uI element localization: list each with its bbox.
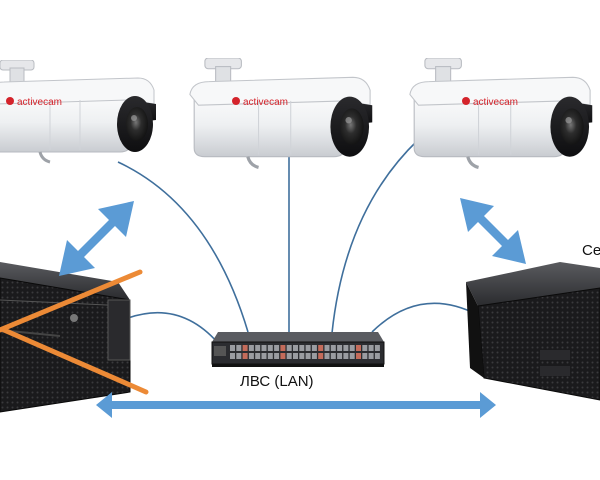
cross-out-icon [0, 269, 149, 395]
camera-center [188, 58, 374, 170]
switch-port [242, 353, 248, 359]
brand-logo-text: activecam [17, 97, 62, 108]
switch-port [324, 353, 330, 359]
switch-port [343, 353, 349, 359]
switch-port [255, 353, 261, 359]
switch-port [374, 345, 380, 351]
network-cables [117, 139, 479, 344]
switch-port [236, 345, 242, 351]
lan-label: ЛВС (LAN) [240, 373, 314, 390]
switch-port [311, 353, 317, 359]
switch-port [267, 345, 273, 351]
network-switch [211, 332, 385, 367]
switch-port [230, 353, 235, 359]
switch-port [293, 353, 298, 359]
brand-logo-text: activecam [473, 97, 518, 108]
switch-port [248, 353, 254, 359]
server-icon [0, 262, 131, 413]
switch-port [330, 353, 336, 359]
switch-port [261, 345, 267, 351]
camera-right [408, 58, 595, 170]
server-left [0, 262, 149, 413]
switch-port [374, 353, 380, 359]
switch-port [337, 353, 343, 359]
cable-server-left [127, 311, 219, 344]
switch-port [362, 353, 368, 359]
cable-server-right [371, 302, 479, 333]
switch-port [349, 345, 355, 351]
double-arrow-icon [460, 198, 526, 264]
switch-port [280, 353, 286, 359]
switch-port [349, 353, 355, 359]
switch-port [230, 345, 235, 351]
switch-port [324, 345, 330, 351]
switch-port [261, 353, 267, 359]
server-right [466, 262, 600, 401]
camera-left [0, 60, 158, 164]
double-arrow-icon [96, 392, 496, 418]
cable-camera-left [117, 161, 249, 333]
camera-icon [188, 58, 374, 170]
switch-port [255, 345, 261, 351]
switch-port [368, 345, 374, 351]
switch-port [362, 345, 368, 351]
switch-port [343, 345, 349, 351]
double-arrow-icon [59, 201, 134, 276]
switch-port [236, 353, 242, 359]
switch-port [356, 345, 361, 351]
switch-port [274, 345, 280, 351]
server-icon [466, 262, 600, 401]
camera-icon [0, 60, 158, 164]
switch-port [318, 345, 324, 351]
switch-port [293, 345, 298, 351]
switch-port [356, 353, 361, 359]
brand-logo-camera-right: activecam [462, 97, 518, 108]
double-arrow-horizontal [96, 392, 496, 418]
switch-port [286, 345, 292, 351]
switch-port [305, 353, 311, 359]
switch-port [311, 345, 317, 351]
brand-logo-camera-center: activecam [232, 97, 288, 108]
brand-logo-camera-left: activecam [6, 97, 62, 108]
switch-port [280, 345, 286, 351]
switch-port [305, 345, 311, 351]
brand-logo-text: activecam [243, 97, 288, 108]
switch-port [330, 345, 336, 351]
switch-port [318, 353, 324, 359]
switch-port [299, 345, 305, 351]
switch-port [267, 353, 273, 359]
switch-port [248, 345, 254, 351]
network-switch-icon [211, 332, 385, 367]
switch-port [368, 353, 374, 359]
server-label-fragment: Се [582, 242, 600, 259]
switch-port [299, 353, 305, 359]
switch-port [286, 353, 292, 359]
double-arrow-right [460, 198, 526, 264]
double-arrow-left [59, 201, 134, 276]
camera-icon [408, 58, 595, 170]
switch-port [242, 345, 248, 351]
switch-port [337, 345, 343, 351]
switch-ports [230, 345, 380, 359]
switch-port [274, 353, 280, 359]
cable-camera-right [331, 139, 419, 334]
